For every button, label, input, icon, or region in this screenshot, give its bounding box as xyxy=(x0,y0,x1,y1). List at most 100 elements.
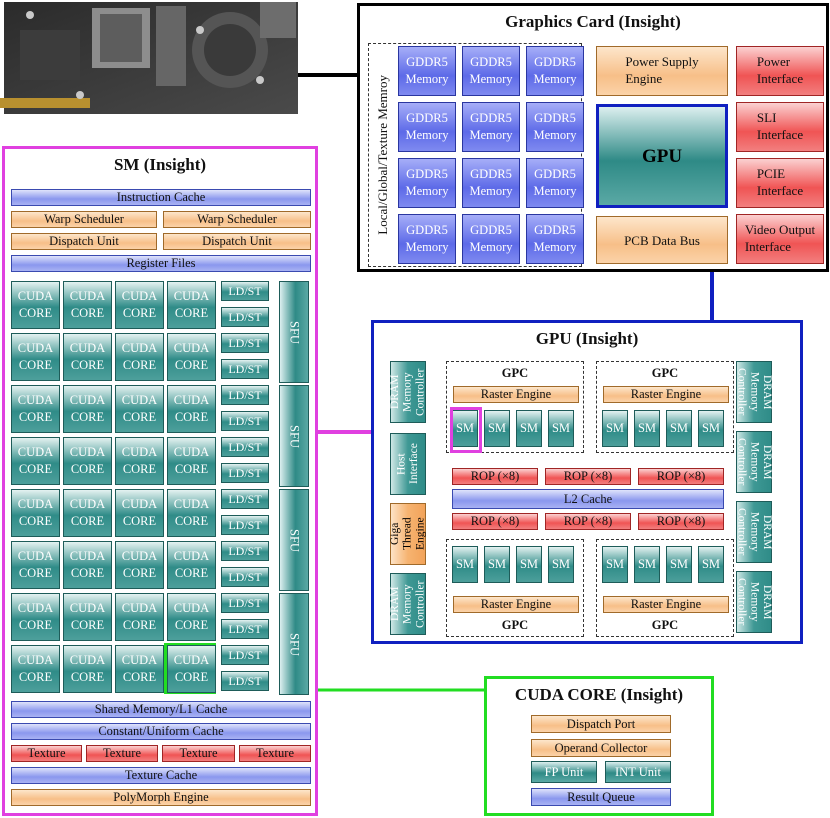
interface-block: Video Output Interface xyxy=(736,214,824,264)
sfu-label: SFU xyxy=(287,424,302,448)
ld-st-unit: LD/ST xyxy=(221,515,269,535)
gpc-label: GPC xyxy=(651,366,679,380)
ld-st-unit: LD/ST xyxy=(221,567,269,587)
cuda-core: CUDA CORE xyxy=(115,437,164,485)
sfu-unit: SFU xyxy=(279,385,309,487)
cuda-core: CUDA CORE xyxy=(63,541,112,589)
cuda-core: CUDA CORE xyxy=(63,333,112,381)
raster-engine: Raster Engine xyxy=(453,596,579,613)
texture-1: Texture xyxy=(11,745,82,762)
rop-unit: ROP (×8) xyxy=(452,513,538,530)
ld-st-unit: LD/ST xyxy=(221,593,269,613)
gddr5-memory: GDDR5 Memory xyxy=(462,214,520,264)
cuda-core: CUDA CORE xyxy=(167,385,216,433)
cuda-core: CUDA CORE xyxy=(11,333,60,381)
gpc-label: GPC xyxy=(651,618,679,632)
rop-unit: ROP (×8) xyxy=(452,468,538,485)
ld-st-unit: LD/ST xyxy=(221,489,269,509)
dispatch-unit-1: Dispatch Unit xyxy=(11,233,157,250)
cuda-core: CUDA CORE xyxy=(167,333,216,381)
dram-controller-right: DRAM Memory Controller xyxy=(736,361,773,423)
cuda-core: CUDA CORE xyxy=(11,593,60,641)
sfu-label: SFU xyxy=(287,320,302,344)
dram-controller-right: DRAM Memory Controller xyxy=(736,431,773,493)
dram-controller-left: DRAM Memory Controller xyxy=(389,573,426,635)
cuda-core: CUDA CORE xyxy=(11,489,60,537)
warp-scheduler-1: Warp Scheduler xyxy=(11,211,157,228)
pcb-data-bus: PCB Data Bus xyxy=(596,216,728,264)
cuda-core: CUDA CORE xyxy=(115,593,164,641)
rop-unit: ROP (×8) xyxy=(638,513,724,530)
shared-memory-l1: Shared Memory/L1 Cache xyxy=(11,701,311,718)
memory-group xyxy=(368,43,582,267)
ld-st-unit: LD/ST xyxy=(221,541,269,561)
gddr5-memory: GDDR5 Memory xyxy=(398,158,456,208)
cuda-core: CUDA CORE xyxy=(115,541,164,589)
ld-st-unit: LD/ST xyxy=(221,619,269,639)
dram-controller-right: DRAM Memory Controller xyxy=(736,571,773,633)
host-interface: Host Interface xyxy=(390,433,426,495)
gpu-insight-title: GPU (Insight) xyxy=(535,329,639,348)
sm-unit: SM xyxy=(452,546,478,583)
ld-st-unit: LD/ST xyxy=(221,307,269,327)
gddr5-memory: GDDR5 Memory xyxy=(398,214,456,264)
sm-unit: SM xyxy=(698,546,724,583)
sm-unit: SM xyxy=(484,410,510,447)
cuda-core: CUDA CORE xyxy=(167,489,216,537)
raster-engine: Raster Engine xyxy=(603,596,729,613)
int-unit: INT Unit xyxy=(605,761,671,783)
cuda-core: CUDA CORE xyxy=(115,333,164,381)
cuda-core: CUDA CORE xyxy=(11,437,60,485)
cuda-core: CUDA CORE xyxy=(63,645,112,693)
power-supply-engine: Power Supply Engine xyxy=(596,46,728,96)
giga-thread-engine: Giga Thread Engine xyxy=(389,503,426,565)
gpu-block: GPU xyxy=(596,104,728,208)
cuda-core: CUDA CORE xyxy=(63,489,112,537)
cuda-core: CUDA CORE xyxy=(167,281,216,329)
sfu-unit: SFU xyxy=(279,489,309,591)
sm-unit: SM xyxy=(666,410,692,447)
cuda-core: CUDA CORE xyxy=(11,281,60,329)
gddr5-memory: GDDR5 Memory xyxy=(526,102,584,152)
sfu-unit: SFU xyxy=(279,281,309,383)
ld-st-unit: LD/ST xyxy=(221,281,269,301)
sm-unit: SM xyxy=(548,546,574,583)
ld-st-unit: LD/ST xyxy=(221,359,269,379)
cuda-core: CUDA CORE xyxy=(11,541,60,589)
ld-st-unit: LD/ST xyxy=(221,645,269,665)
cuda-core: CUDA CORE xyxy=(63,437,112,485)
sm-unit: SM xyxy=(602,546,628,583)
sfu-label: SFU xyxy=(287,632,302,656)
constant-uniform-cache: Constant/Uniform Cache xyxy=(11,723,311,740)
gddr5-memory: GDDR5 Memory xyxy=(462,158,520,208)
gddr5-memory: GDDR5 Memory xyxy=(398,102,456,152)
dram-controller-left: DRAM Memory Controller xyxy=(389,361,426,423)
cuda-core: CUDA CORE xyxy=(11,385,60,433)
cuda-core: CUDA CORE xyxy=(11,645,60,693)
dram-controller-right: DRAM Memory Controller xyxy=(736,501,773,563)
raster-engine: Raster Engine xyxy=(453,386,579,403)
register-files: Register Files xyxy=(11,255,311,272)
result-queue: Result Queue xyxy=(531,788,671,806)
ld-st-unit: LD/ST xyxy=(221,463,269,483)
memory-label: Local/Global/Texture Memroy xyxy=(375,75,390,235)
cuda-core: CUDA CORE xyxy=(115,645,164,693)
cuda-core: CUDA CORE xyxy=(115,385,164,433)
gddr5-memory: GDDR5 Memory xyxy=(526,214,584,264)
sm-unit: SM xyxy=(516,410,542,447)
rop-unit: ROP (×8) xyxy=(545,468,631,485)
texture-3: Texture xyxy=(162,745,235,762)
ld-st-unit: LD/ST xyxy=(221,385,269,405)
ld-st-unit: LD/ST xyxy=(221,411,269,431)
cuda-core: CUDA CORE xyxy=(63,593,112,641)
sm-title: SM (Insight) xyxy=(113,155,207,174)
texture-2: Texture xyxy=(86,745,158,762)
interface-block: Power Interface xyxy=(736,46,824,96)
gddr5-memory: GDDR5 Memory xyxy=(462,46,520,96)
l2-cache: L2 Cache xyxy=(452,489,724,509)
interface-block: PCIE Interface xyxy=(736,158,824,208)
